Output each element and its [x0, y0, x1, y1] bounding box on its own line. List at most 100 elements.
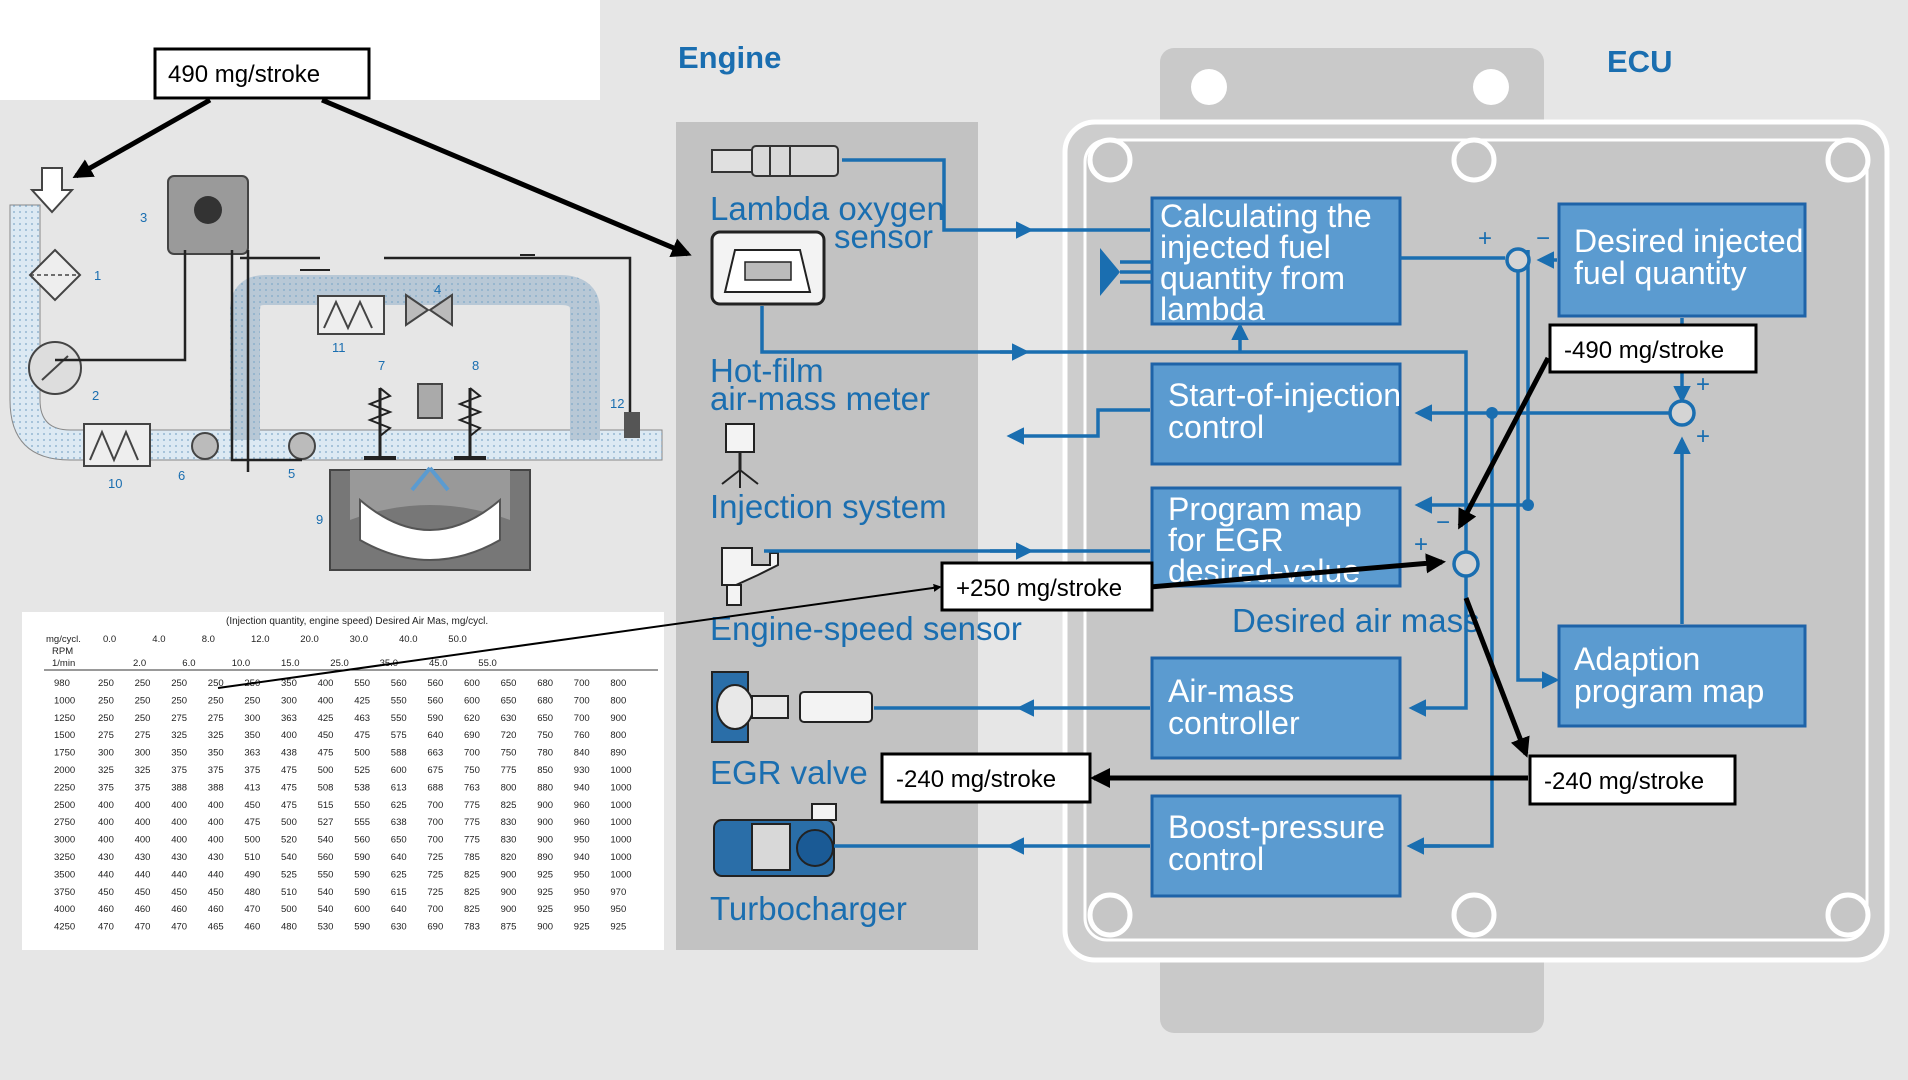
lookup-table-cell: 475 [244, 817, 260, 828]
air-mass-meter-label-line2: air-mass meter [710, 380, 930, 417]
lookup-table-cell: 400 [281, 730, 297, 741]
lookup-table-cell: 500 [318, 765, 334, 776]
sign-top-minus: − [1536, 225, 1550, 252]
lookup-table-cell: 950 [610, 904, 626, 915]
lookup-table-cell: 460 [135, 904, 151, 915]
lookup-table-cell: 820 [501, 852, 517, 863]
lookup-table-cell: 725 [427, 869, 443, 880]
desired-air-mass-label: Desired air mass [1232, 602, 1480, 639]
schematic-number-12: 12 [610, 396, 624, 411]
lookup-table-cell: 413 [244, 782, 260, 793]
lookup-table-cell: 1000 [610, 817, 631, 828]
lookup-table-cell: 850 [537, 765, 553, 776]
lookup-table-cell: 775 [464, 800, 480, 811]
lookup-table-cell: 250 [208, 678, 224, 689]
lookup-table-cell: 470 [135, 922, 151, 933]
air-mass-meter-label: Hot-film air-mass meter [710, 352, 930, 417]
lookup-table-cell: 250 [135, 695, 151, 706]
lookup-table-cell: 700 [427, 800, 443, 811]
block-calc-fuel-line1: Calculating the [1160, 198, 1372, 234]
lookup-table-cell: 400 [208, 800, 224, 811]
ecu-title: ECU [1607, 44, 1672, 79]
lookup-table-rpm: 3000 [54, 835, 75, 846]
lookup-table-rpm: 3250 [54, 852, 75, 863]
lookup-table-cell: 750 [464, 765, 480, 776]
lookup-table-cell: 530 [318, 922, 334, 933]
lookup-table-cell: 615 [391, 887, 407, 898]
lookup-table-cell: 750 [501, 748, 517, 759]
lookup-table-cell: 470 [244, 904, 260, 915]
signal-lines [760, 158, 1691, 855]
lookup-table-cell: 900 [501, 887, 517, 898]
lookup-table-cell: 650 [501, 678, 517, 689]
lookup-table-cell: 700 [574, 678, 590, 689]
lookup-table-cell: 500 [281, 904, 297, 915]
junction-air-mass [1452, 550, 1480, 578]
lookup-table-cell: 250 [98, 713, 114, 724]
lookup-table-cell: 400 [171, 835, 187, 846]
lookup-table-bottom-header: 15.0 [281, 658, 300, 669]
lookup-table-cell: 508 [318, 782, 334, 793]
block-calc-fuel-line2: injected fuel [1160, 229, 1331, 265]
lookup-table-cell: 680 [537, 695, 553, 706]
block-air-mass-controller-line2: controller [1168, 705, 1300, 741]
lookup-table-cell: 825 [501, 800, 517, 811]
lookup-table-cell: 425 [318, 713, 334, 724]
block-soi-line1: Start-of-injection [1168, 377, 1401, 413]
lookup-table-cell: 465 [208, 922, 224, 933]
block-soi: Start-of-injection control [1150, 362, 1402, 466]
lookup-table-cell: 510 [281, 887, 297, 898]
lookup-table-cell: 550 [391, 695, 407, 706]
lookup-table-cell: 400 [318, 678, 334, 689]
lookup-table-cell: 950 [574, 887, 590, 898]
sign-center-plus: + [1414, 531, 1428, 558]
callout-pos-250-text: +250 mg/stroke [956, 575, 1122, 602]
lookup-table-cell: 720 [501, 730, 517, 741]
lookup-table-cell: 250 [171, 695, 187, 706]
lookup-table-cell: 600 [354, 904, 370, 915]
engine-speed-sensor-label: Engine-speed sensor [710, 610, 1022, 647]
lookup-table-cell: 700 [464, 748, 480, 759]
schematic-number-3: 3 [140, 210, 147, 225]
block-egr-map-line1: Program map [1168, 491, 1362, 527]
lookup-table-cell: 550 [354, 800, 370, 811]
lookup-table-rpm: 2750 [54, 817, 75, 828]
engine-speed-sensor-icon [721, 547, 779, 606]
lookup-table-cell: 960 [574, 800, 590, 811]
lookup-table-cell: 460 [171, 904, 187, 915]
lookup-table-top-header: 12.0 [251, 634, 270, 645]
lookup-table-rpm: 1500 [54, 730, 75, 741]
lookup-table-cell: 700 [427, 835, 443, 846]
air-mass-meter-icon [710, 230, 826, 306]
lookup-table-cell: 250 [135, 678, 151, 689]
schematic-number-10: 10 [108, 476, 122, 491]
lookup-table-cell: 950 [574, 835, 590, 846]
injection-system-label: Injection system [710, 488, 947, 525]
egr-valve-icon [711, 671, 873, 743]
schematic-number-2: 2 [92, 388, 99, 403]
lookup-table-cell: 425 [354, 695, 370, 706]
lookup-table-cell: 540 [318, 887, 334, 898]
lookup-table-cell: 430 [171, 852, 187, 863]
lookup-table-rpm: 1000 [54, 695, 75, 706]
lambda-sensor-label-line1: Lambda oxygen [710, 190, 945, 227]
lookup-table-cell: 775 [464, 817, 480, 828]
injection-system-icon [721, 423, 759, 488]
lookup-table-cell: 830 [501, 817, 517, 828]
lookup-table-cell: 363 [244, 748, 260, 759]
lookup-table-cell: 430 [98, 852, 114, 863]
lookup-table-cell: 960 [574, 817, 590, 828]
lookup-table-cell: 640 [391, 852, 407, 863]
lookup-table-cell: 480 [281, 922, 297, 933]
lookup-table-cell: 550 [391, 713, 407, 724]
lookup-table-cell: 475 [281, 800, 297, 811]
lookup-table-cell: 590 [354, 887, 370, 898]
lookup-table-cell: 925 [610, 922, 626, 933]
lookup-table-rpm: 1750 [54, 748, 75, 759]
annotation-arrows [72, 97, 1551, 788]
lookup-table-rpm: 3500 [54, 869, 75, 880]
lookup-table-cell: 950 [574, 869, 590, 880]
lookup-table-cell: 688 [427, 782, 443, 793]
lookup-table-title: (Injection quantity, engine speed) Desir… [226, 616, 488, 627]
lookup-table-cell: 800 [501, 782, 517, 793]
